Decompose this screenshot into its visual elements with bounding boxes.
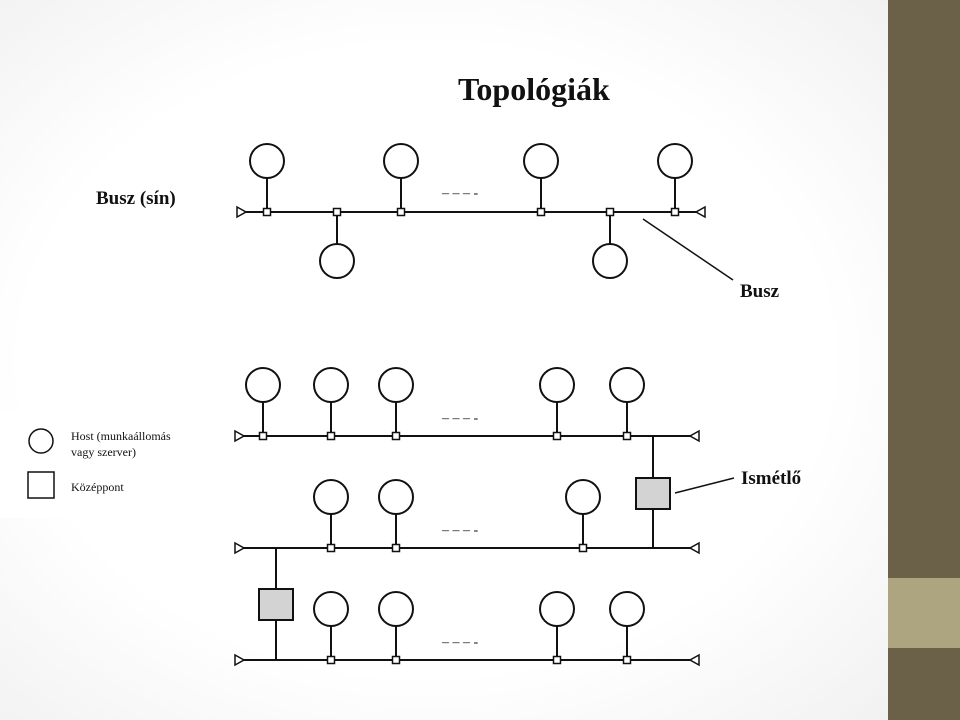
host-node <box>609 367 645 403</box>
bus-connector <box>552 431 562 441</box>
bus-connector <box>326 431 336 441</box>
slide-background <box>0 0 888 720</box>
host-node <box>592 243 628 279</box>
bus-connector <box>391 431 401 441</box>
bus-connector <box>326 543 336 553</box>
host-node <box>313 591 349 627</box>
bus-connector <box>391 655 401 665</box>
repeater-callout-label: Ismétlő <box>741 468 801 489</box>
bus-topology-label: Busz (sín) <box>96 188 176 209</box>
host-node <box>383 143 419 179</box>
bus-connector <box>552 655 562 665</box>
repeater-box <box>635 477 671 510</box>
bus-connector <box>326 655 336 665</box>
ellipsis-marker: – – – - <box>441 523 479 538</box>
host-node <box>539 367 575 403</box>
ellipsis-marker: – – – - <box>441 411 479 426</box>
legend-center-label: Középpont <box>71 480 124 494</box>
host-node <box>378 367 414 403</box>
bus-connector <box>396 207 406 217</box>
legend: Host (munkaállomás vagy szerver) Középpo… <box>27 428 171 499</box>
bus-connector <box>258 431 268 441</box>
side-accent-bar <box>888 578 960 648</box>
terminator-left <box>234 653 246 667</box>
terminator-left <box>234 541 246 555</box>
host-node <box>245 367 281 403</box>
host-node <box>565 479 601 515</box>
ellipsis-marker: – – – - <box>441 186 479 201</box>
legend-host-line1: Host (munkaállomás <box>71 429 171 443</box>
host-node <box>609 591 645 627</box>
bus-connector <box>262 207 272 217</box>
host-node <box>319 243 355 279</box>
host-node <box>523 143 559 179</box>
host-node <box>249 143 285 179</box>
bus-connector <box>391 543 401 553</box>
bus-connector <box>622 655 632 665</box>
bus-connector <box>622 431 632 441</box>
terminator-left <box>236 205 248 219</box>
legend-center-symbol <box>27 471 55 499</box>
topology-diagram: Topológiák Busz (sín) – – – - Busz <box>27 71 801 667</box>
host-node <box>539 591 575 627</box>
host-node <box>313 367 349 403</box>
bus-callout-line <box>642 218 734 281</box>
ellipsis-marker: – – – - <box>441 635 479 650</box>
repeater-network <box>234 367 735 667</box>
host-node <box>313 479 349 515</box>
terminator-right <box>688 429 700 443</box>
terminator-right <box>694 205 706 219</box>
legend-host-symbol <box>28 428 54 454</box>
host-node <box>378 591 414 627</box>
bus-connector <box>670 207 680 217</box>
terminator-right <box>688 653 700 667</box>
terminator-right <box>688 541 700 555</box>
bus-connector <box>332 207 342 217</box>
host-node <box>657 143 693 179</box>
bus-network <box>236 143 734 281</box>
bus-callout-label: Busz <box>740 281 780 302</box>
repeater-callout-line <box>674 477 735 494</box>
terminator-left <box>234 429 246 443</box>
page-title: Topológiák <box>458 71 610 107</box>
bus-connector <box>605 207 615 217</box>
legend-panel <box>0 410 208 518</box>
bus-connector <box>578 543 588 553</box>
legend-host-line2: vagy szerver) <box>71 445 136 459</box>
repeater-box <box>258 588 294 621</box>
bus-connector <box>536 207 546 217</box>
host-node <box>378 479 414 515</box>
